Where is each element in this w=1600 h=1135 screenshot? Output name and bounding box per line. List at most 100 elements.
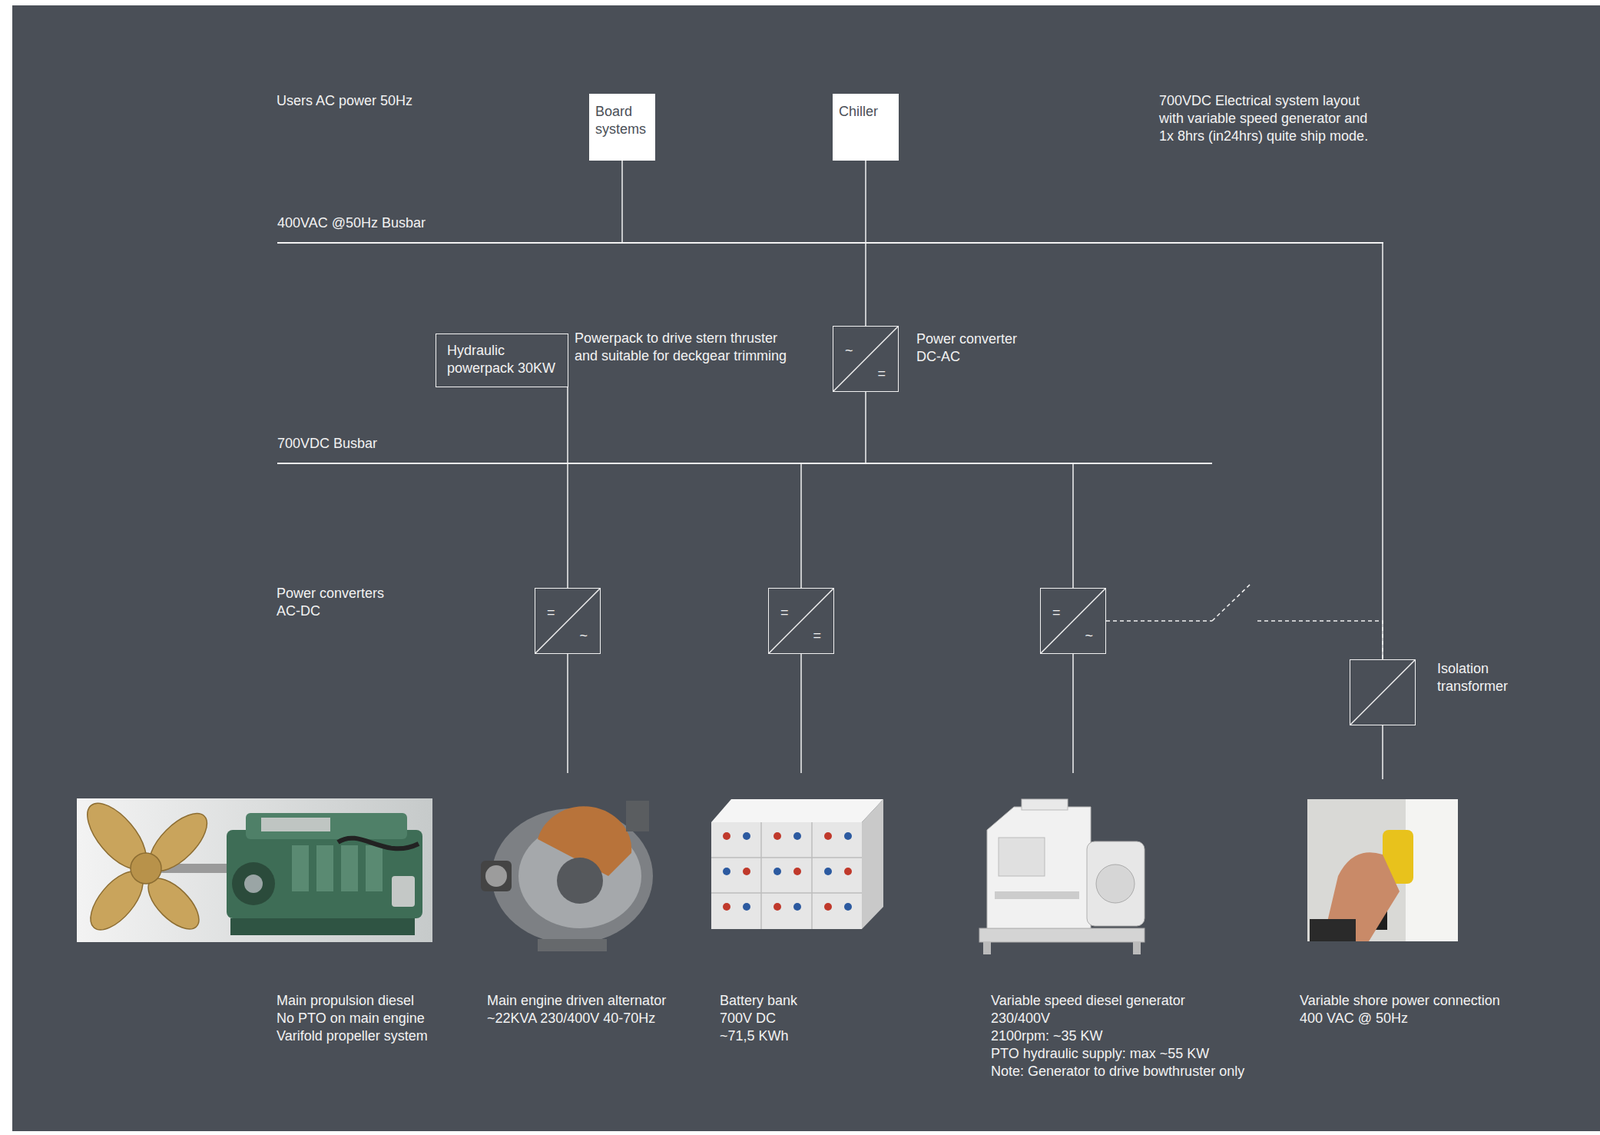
terminal [793,867,802,875]
wire [621,160,623,242]
equipment-caption: ~71,5 KWh [719,1026,798,1045]
wire [566,387,569,463]
isolation-transformer-symbol: Isolation transformer [1349,659,1416,726]
converter-diagonal [1040,588,1106,653]
caption-block: Variable speed diesel generator230/400V2… [990,991,1245,1080]
engine-filter [391,875,415,907]
wire [1381,243,1384,660]
engine-hub [244,874,263,893]
terminal [844,867,852,875]
engine-plate [261,817,331,832]
busbar: 400VAC @50Hz Busbar [277,241,1384,244]
terminal [722,902,731,911]
alternator-pulley [480,860,512,892]
description-label: Powerpack to drive stern thruster and su… [574,329,789,365]
wire [1072,653,1074,773]
terminal [773,867,782,875]
engine-hose [337,838,419,849]
equipment-caption: 400 VAC @ 50Hz [1299,1009,1501,1027]
generator-alternator [1086,841,1145,926]
power-converter-symbol: =~ [534,587,601,654]
wire [1072,463,1074,588]
propeller [76,793,216,939]
terminal [844,831,852,840]
note-label: Power converters AC-DC [276,584,400,620]
converter-diagonal [768,588,834,653]
wire [864,243,867,326]
wire [800,653,802,773]
equipment-caption: Variable speed diesel generator [990,991,1245,1010]
generator-foot [983,941,991,955]
converter-diagonal [833,326,898,391]
converter-sign: ~ [844,341,854,360]
generator-cap [1096,864,1135,903]
equipment-caption: 2100rpm: ~35 KW [990,1026,1245,1045]
terminal [824,831,832,840]
caption-block: Main propulsion dieselNo PTO on main eng… [276,991,428,1045]
photo-ground [1307,798,1458,941]
alternator-rotor [556,857,603,904]
caption-block: Main engine driven alternator~22KVA 230/… [486,991,666,1027]
diesel-engine [226,812,423,935]
power-converter-symbol: ~=Power converter DC-AC [832,325,899,392]
alternator-pulley-hub [485,864,507,887]
wire [566,463,569,588]
sleeve [1309,918,1356,941]
terminal [742,831,751,840]
equipment-caption: ~22KVA 230/400V 40-70Hz [486,1009,666,1027]
terminal [742,902,751,911]
engine-cylinder [316,844,334,892]
alternator-foot [537,938,607,951]
equipment-item: Variable shore power connection400 VAC @… [1298,778,1502,1027]
equipment-caption: Main engine driven alternator [486,991,666,1010]
battery-front [711,821,862,929]
terminal [824,902,832,911]
generator-manifold [1021,798,1068,810]
powerpack-box: Hydraulic powerpack 30KWPowerpack to dri… [435,333,569,388]
converter-sign: = [812,626,822,645]
battery-top [711,798,884,822]
battery-cell-lines [711,821,862,929]
diagonal-line [768,588,834,653]
background-panel [12,5,1600,1131]
system-box: Chiller [832,93,899,161]
power-converter-symbol: =~ [1040,587,1107,654]
equipment-caption: Main propulsion diesel [276,991,428,1010]
generator-foot [1132,941,1141,955]
busbar-label: 700VDC Busbar [277,434,378,453]
engine-block [226,829,423,918]
equipment-caption: 230/400V [990,1009,1245,1027]
equipment-caption: Variable shore power connection [1299,991,1501,1010]
converter-sign: = [546,603,556,622]
terminal [824,867,832,875]
equipment-caption: PTO hydraulic supply: max ~55 KW [990,1044,1245,1063]
diagonal-line [1350,659,1415,725]
alternator [480,800,653,951]
box-label: Chiller [838,102,894,121]
terminal [742,867,751,875]
converter-sign: = [780,603,789,622]
converter-sign: ~ [1084,626,1094,645]
wire [800,463,802,588]
photo-ground [76,798,433,942]
diagonal-line [1040,588,1106,653]
note-label: Users AC power 50Hz [276,92,413,110]
battery-terminals [722,831,852,911]
diagonal-line [535,588,600,653]
switched-link [1106,620,1383,660]
caption-block: Variable shore power connection400 VAC @… [1299,991,1501,1027]
terminal [793,831,802,840]
transformer-label: Isolation transformer [1437,659,1538,696]
wire [1381,725,1384,779]
caption-block: Battery bank700V DC~71,5 KWh [719,991,798,1045]
equipment-item: Variable speed diesel generator230/400V2… [967,772,1247,1080]
equipment-caption: No PTO on main engine [276,1009,428,1027]
engine-sump [230,917,415,935]
socket-panel [1405,798,1458,941]
equipment-caption: Battery bank [719,991,798,1010]
wire [864,160,867,242]
wire [864,391,867,463]
box-label: Board systems [595,102,650,139]
terminal [722,867,731,875]
